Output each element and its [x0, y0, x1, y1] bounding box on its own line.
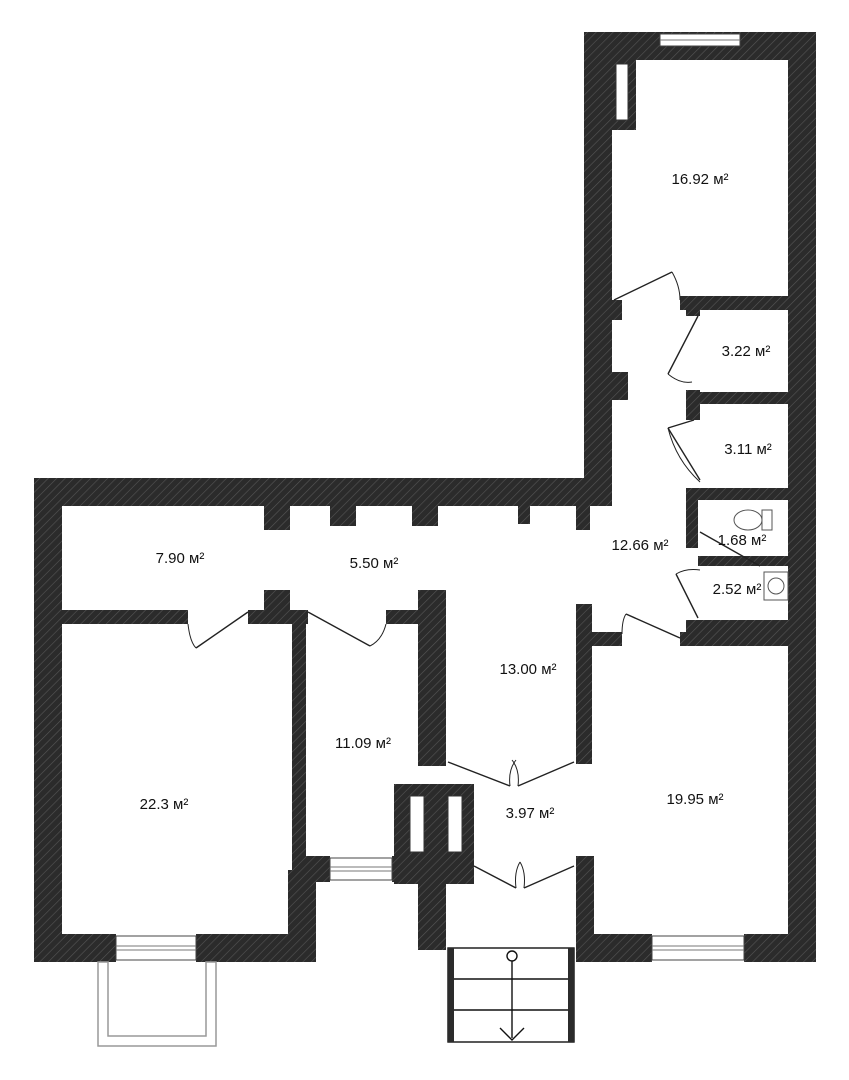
wall-1995-right: [788, 640, 816, 962]
window-22: [115, 935, 197, 961]
area-label-252: 2.52 м²: [713, 581, 762, 598]
window-1692: [659, 33, 741, 47]
area-label-1692: 16.92 м²: [671, 171, 728, 188]
wall-790-south: [62, 610, 188, 624]
wall-west-left: [34, 478, 62, 962]
wall-closet-mid: [700, 392, 788, 404]
wall-1995-top-2: [680, 632, 788, 646]
sink-icon: [763, 571, 789, 601]
area-label-790: 7.90 м²: [156, 550, 205, 567]
pier-1: [264, 506, 290, 530]
pier-3: [412, 506, 438, 526]
fixtures: [733, 509, 789, 601]
wall-1995-bottom: [576, 934, 652, 962]
door-closet2: [667, 419, 701, 483]
wall-west-right-bottom: [288, 870, 316, 962]
wall-ne-right: [788, 32, 816, 644]
room-labels: 16.92 м² 3.22 м² 3.11 м² 1.68 м² 2.52 м²…: [140, 171, 772, 822]
vest-inner-2: [447, 795, 463, 853]
wall-closet-left: [686, 296, 700, 316]
door-vestibule-south: [473, 861, 575, 889]
window-1995: [651, 935, 745, 961]
pier-4: [518, 506, 530, 524]
wall-11-13: [418, 590, 446, 766]
area-label-1995: 19.95 м²: [666, 791, 723, 808]
area-label-168: 1.68 м²: [718, 532, 767, 549]
wall-west-bottom-1: [34, 934, 116, 962]
window-1109: [329, 857, 393, 881]
area-label-550: 5.50 м²: [350, 555, 399, 572]
wall-wc-bottom: [698, 556, 788, 566]
area-label-1300: 13.00 м²: [499, 661, 556, 678]
door-closet1: [667, 315, 699, 383]
windows: [115, 33, 745, 961]
area-label-223: 22.3 м²: [140, 796, 189, 813]
doors: [187, 271, 761, 889]
vest-inner-1: [409, 795, 425, 853]
wall-1995-top: [592, 632, 622, 646]
door-1995: [621, 613, 681, 639]
wall-1692-south: [680, 296, 788, 310]
door-vestibule-north: [447, 759, 575, 787]
door-790: [187, 611, 249, 649]
pier-inner: [615, 63, 629, 121]
entry-stairs: [447, 947, 575, 1043]
area-label-322: 3.22 м²: [722, 343, 771, 360]
door-1692: [613, 271, 681, 301]
wall-ne-stub2: [612, 300, 622, 320]
room-interiors: [612, 130, 788, 296]
wall-ne-left: [584, 32, 612, 506]
porch: [97, 961, 217, 1047]
wall-22-11: [292, 624, 306, 870]
pier-5: [576, 506, 590, 530]
door-1109: [307, 611, 387, 647]
wall-wc-left: [686, 488, 698, 548]
area-label-397: 3.97 м²: [506, 805, 555, 822]
area-label-1109: 11.09 м²: [335, 735, 391, 752]
wall-west-top: [34, 478, 612, 506]
door-bath: [675, 569, 701, 619]
wall-11-south-left: [306, 856, 330, 882]
toilet-icon: [733, 509, 773, 531]
area-label-311: 3.11 м²: [724, 441, 772, 458]
wall-closet-left2: [686, 390, 700, 420]
pier-6: [264, 590, 290, 624]
door-wc: [699, 531, 761, 567]
area-label-1266: 12.66 м²: [611, 537, 668, 554]
wall-ne-stub: [612, 372, 628, 400]
pier-2: [330, 506, 356, 526]
wall-closet-bottom: [686, 488, 788, 500]
wall-entry-left: [418, 870, 446, 950]
wall-13-1995: [576, 604, 592, 764]
